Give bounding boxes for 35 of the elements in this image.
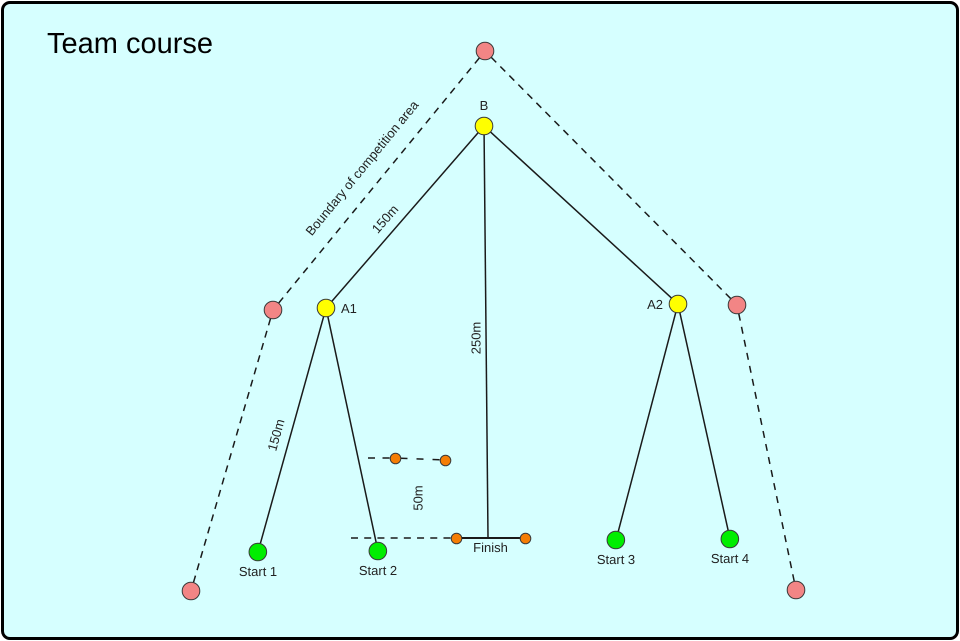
dashed-line — [400, 457, 440, 461]
marker-icon — [388, 452, 402, 464]
course-line — [679, 312, 729, 530]
marker-label: Start 4 — [710, 551, 750, 566]
distance-label: 150m — [264, 417, 288, 453]
marker-label: A1 — [341, 300, 357, 316]
dashed-line — [490, 56, 732, 300]
dashed-line — [192, 318, 272, 583]
course-line — [331, 132, 479, 302]
title: Team course — [47, 27, 214, 61]
marker-icon — [518, 532, 532, 544]
marker-icon — [263, 300, 283, 320]
distance-label: 50m — [410, 485, 426, 511]
marker-label: Start 3 — [596, 552, 636, 567]
marker-label: B — [480, 98, 488, 113]
course-line — [483, 135, 489, 537]
dashed-line — [278, 58, 480, 304]
marker-icon — [786, 580, 806, 600]
course-line — [327, 316, 377, 542]
marker-label: Start 1 — [238, 564, 278, 579]
marker-icon — [727, 295, 747, 315]
marker-icon — [450, 532, 462, 544]
course-line — [618, 312, 676, 532]
marker-icon — [438, 454, 452, 466]
marker-label: Start 2 — [358, 563, 398, 578]
marker-label: Finish — [473, 540, 508, 555]
course-line — [260, 316, 324, 544]
dashed-line — [351, 537, 450, 539]
marker-icon — [181, 581, 201, 601]
dashed-line — [368, 457, 390, 459]
marker-icon — [475, 41, 495, 61]
distance-label: 250m — [468, 322, 484, 354]
course-line — [490, 132, 672, 298]
dashed-line — [738, 314, 795, 582]
marker-label: A2 — [647, 296, 663, 312]
